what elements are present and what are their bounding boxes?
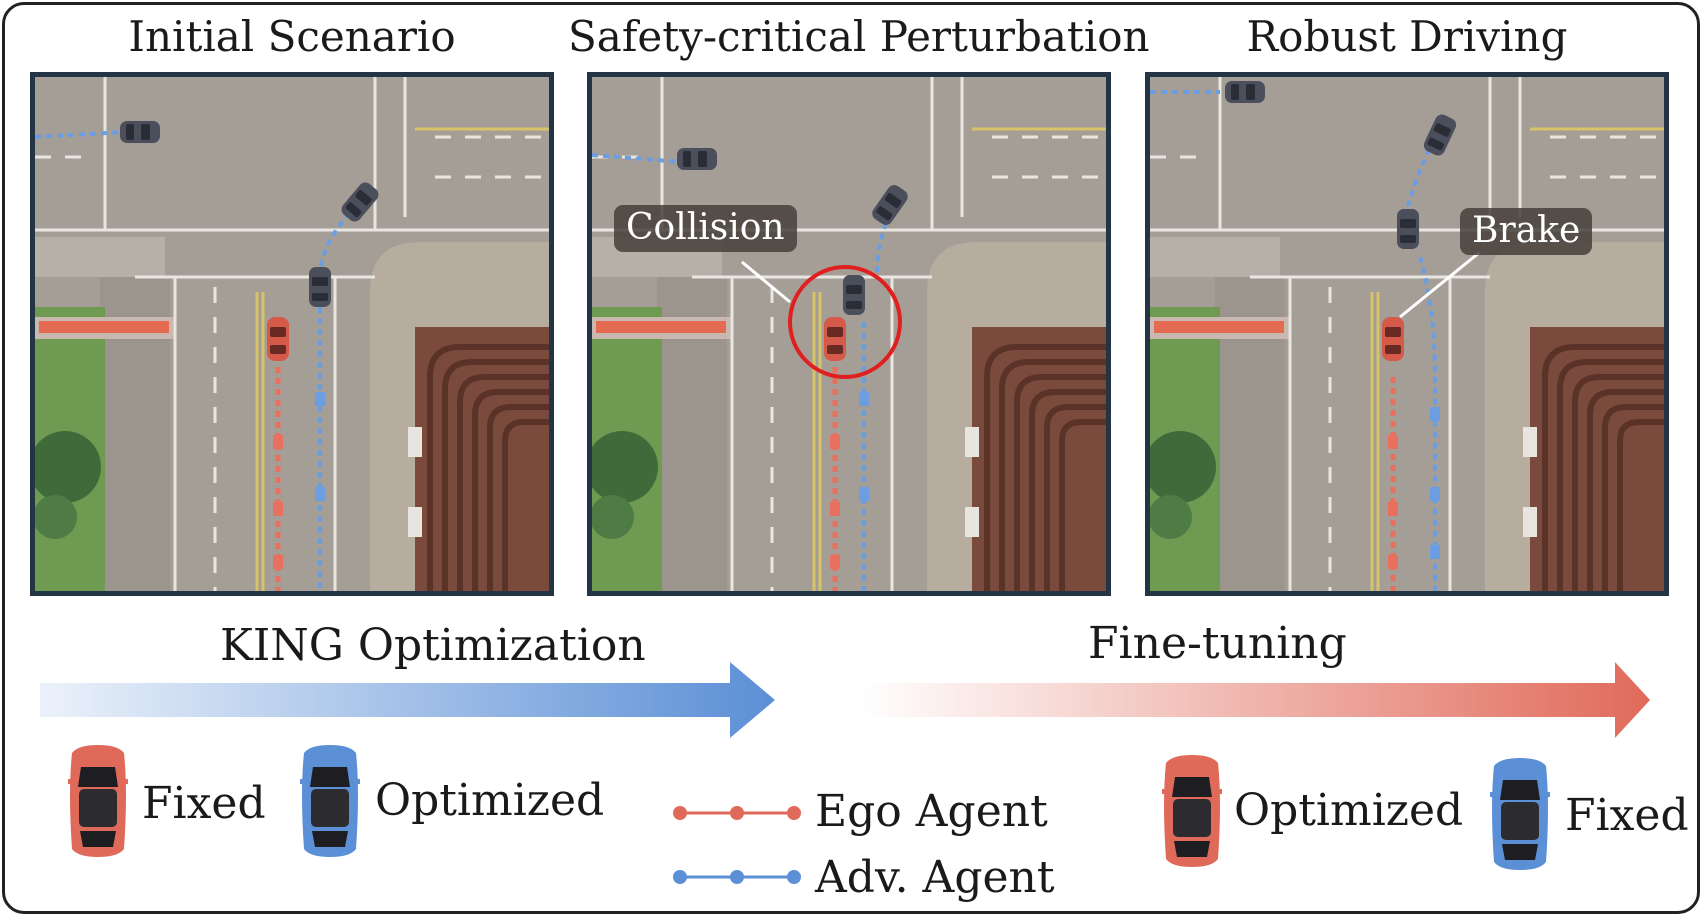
panel-title-initial: Initial Scenario: [128, 12, 456, 61]
adv-line-icon: [673, 870, 801, 884]
panel-title-perturbation: Safety-critical Perturbation: [568, 12, 1150, 61]
ego-line-icon: [673, 806, 801, 820]
finetuning-arrow: [860, 662, 1650, 738]
collision-callout: Collision: [614, 205, 797, 252]
phase-label-finetuning: Fine-tuning: [1088, 618, 1347, 669]
scene-panel-perturbation: Collision: [587, 72, 1111, 596]
legend-right-fixed-label: Fixed: [1565, 790, 1689, 841]
legend-left-optimized-label: Optimized: [375, 775, 605, 826]
scene-panel-robust: Brake: [1145, 72, 1669, 596]
collision-circle: [788, 265, 902, 379]
trajectory-legend-lines: [673, 806, 801, 884]
scene-panel-initial: [30, 72, 554, 596]
car-red-icon: [68, 745, 128, 857]
legend-left-fixed-label: Fixed: [142, 778, 266, 829]
legend-right-optimized-label: Optimized: [1234, 785, 1464, 836]
optimization-arrow: [40, 662, 775, 738]
car-red-icon: [1162, 755, 1222, 867]
brake-callout: Brake: [1460, 208, 1593, 255]
legend-ego-agent-label: Ego Agent: [815, 786, 1048, 837]
legend-adv-agent-label: Adv. Agent: [815, 852, 1055, 903]
car-blue-icon: [1490, 758, 1550, 870]
car-blue-icon: [300, 745, 360, 857]
adv-trajectory-left: [35, 130, 362, 591]
panel-title-robust: Robust Driving: [1246, 12, 1568, 61]
phase-label-optimization: KING Optimization: [220, 620, 646, 671]
